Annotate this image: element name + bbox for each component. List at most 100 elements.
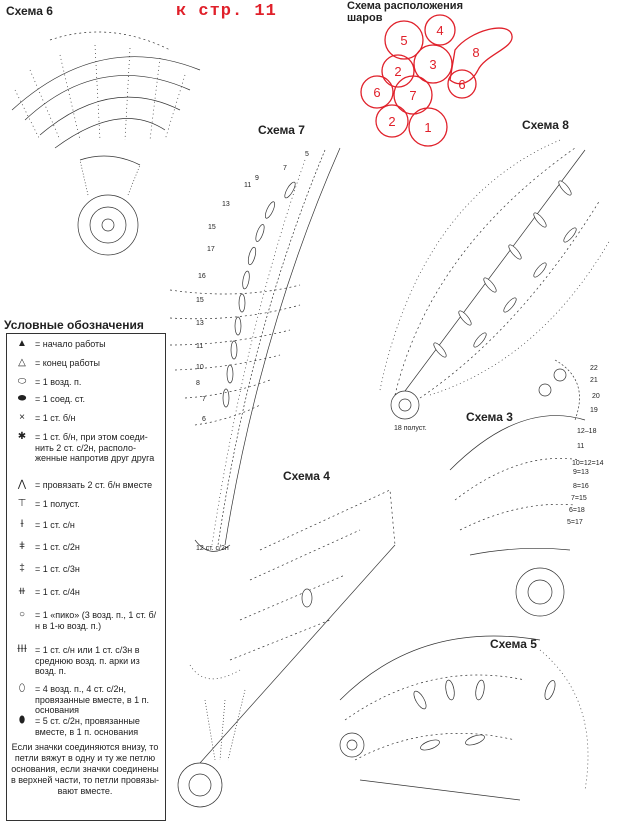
legend-text: = 1 ст. с/2н (35, 542, 80, 552)
legend-box: ▲ = начало работы △ = конец работы ⬭ = 1 во… (6, 333, 166, 821)
arch-stitch-icon: ɫɫɫ (17, 644, 27, 655)
s8-base-label: 18 полуст. (394, 425, 427, 432)
s3-row-label: 20 (592, 393, 600, 400)
ball-6a (447, 69, 477, 99)
ball-label-2b: 2 (388, 114, 395, 129)
legend-text: = 1 возд. п. (35, 377, 82, 387)
page-reference: к стр. 11 (176, 2, 277, 21)
ball-label-3: 3 (429, 57, 436, 72)
s7-count: 13 (196, 320, 204, 327)
triple-treble-icon: ⧺ (17, 586, 27, 597)
legend-text: = 1 «пико» (3 возд. п., 1 ст. б/н в 1-ю … (35, 610, 157, 631)
single-crochet-icon: × (19, 412, 25, 423)
sc2tog-icon: ⋀ (17, 479, 27, 490)
ball-label-7: 7 (409, 88, 416, 103)
scheme-7-row-counts: 5 7 9 11 13 15 17 16 15 13 11 10 8 7 6 1… (196, 151, 309, 552)
picot-icon: ○ (18, 609, 26, 620)
s3-row-label: 5=17 (567, 519, 583, 526)
s7-count: 8 (196, 380, 200, 387)
ball-layout-pear (449, 27, 513, 85)
scheme-4-drawing (177, 489, 396, 808)
s7-count: 11 (196, 343, 203, 350)
ball-7 (393, 75, 433, 115)
scheme-8-labels: 18 полуст. (394, 425, 427, 432)
ball-2a (381, 54, 415, 88)
bobble-5-icon: ⬮ (18, 715, 26, 726)
s7-base-label: 12 ст. с/2н (196, 545, 229, 552)
legend-text: = начало работы (35, 339, 106, 349)
s7-count: 9 (255, 175, 259, 182)
s3-row-label: 21 (590, 377, 598, 384)
ball-label-1: 1 (424, 120, 431, 135)
s7-count: 11 (244, 182, 251, 189)
layout-title-line1: Схема расположения (347, 0, 463, 12)
scheme-3-drawing (449, 359, 586, 617)
ball-layout-labels: 5 4 8 2 3 6 7 6 2 1 (373, 23, 479, 135)
legend-text: = 5 ст. с/2н, провязанные вместе, в 1 п.… (35, 716, 140, 737)
s7-count: 7 (283, 165, 287, 172)
ball-label-5: 5 (400, 33, 407, 48)
double-treble-icon: ‡ (19, 563, 25, 574)
legend-text: = 1 ст. с/н (35, 520, 75, 530)
ball-label-8: 8 (472, 45, 479, 60)
scheme-5-drawing (339, 635, 589, 801)
s7-count: 15 (196, 297, 204, 304)
ball-label-2a: 2 (394, 64, 401, 79)
scheme-6-drawing (11, 31, 201, 256)
ball-2b (375, 104, 409, 138)
ball-6b (360, 75, 394, 109)
ball-5 (384, 20, 424, 60)
legend-text: = 1 полуст. (35, 499, 80, 509)
treble-icon: ǂ (19, 541, 25, 552)
legend-text: = 1 соед. ст. (35, 394, 86, 404)
s7-count: 7 (202, 396, 206, 403)
half-double-icon: ⊤ (17, 498, 27, 509)
s7-count: 17 (207, 246, 215, 253)
legend-text: = 1 ст. с/3н (35, 564, 80, 574)
ball-4 (424, 14, 456, 46)
start-icon: ▲ (17, 338, 27, 349)
legend-text: = 1 ст. с/н или 1 ст. с/3н в среднюю воз… (35, 645, 140, 676)
s7-count: 6 (202, 416, 206, 423)
s3-row-label: 22 (590, 365, 598, 372)
scheme-7-title: Схема 7 (258, 123, 305, 137)
ball-label-4: 4 (436, 23, 443, 38)
s3-row-label: 8=16 (573, 483, 589, 490)
s3-row-label: 12–18 (577, 428, 597, 435)
bobble-4-icon: ⬯ (18, 683, 26, 694)
s3-row-label: 10=12=14 (572, 460, 604, 467)
legend-text: = 1 ст. б/н (35, 413, 76, 423)
legend-text: = провязать 2 ст. б/н вместе (35, 480, 153, 490)
end-icon: △ (18, 357, 26, 368)
s3-row-label: 11 (577, 443, 584, 450)
scheme-3-row-labels: 22 21 20 19 12–18 11 10=12=14 9=13 8=16 … (567, 365, 604, 526)
joined-single-crochet-icon: ✱ (17, 431, 27, 442)
s3-row-label: 19 (590, 407, 598, 414)
s3-row-label: 7=15 (571, 495, 587, 502)
legend-text: = 1 ст. б/н, при этом соеди-нить 2 ст. с… (35, 432, 155, 463)
ball-label-6b: 6 (373, 85, 380, 100)
legend-title: Условные обозначения (4, 318, 144, 332)
scheme-8-title: Схема 8 (522, 118, 569, 132)
layout-title: Схема расположения шаров (347, 0, 463, 24)
legend-text: = 1 ст. с/4н (35, 587, 80, 597)
scheme-8-drawing (379, 139, 611, 420)
legend-text: = конец работы (35, 358, 100, 368)
s7-count: 15 (208, 224, 216, 231)
scheme-4-title: Схема 4 (283, 469, 330, 483)
ball-1 (408, 107, 448, 147)
s7-count: 10 (196, 364, 204, 371)
double-crochet-icon: ɫ (20, 519, 24, 530)
s3-row-label: 9=13 (573, 469, 589, 476)
slip-stitch-icon: ⬬ (17, 393, 27, 404)
ball-layout (360, 14, 513, 147)
ball-label-6a: 6 (458, 77, 465, 92)
chain-stitch-icon: ⬭ (17, 376, 27, 387)
s7-count: 5 (305, 151, 309, 158)
legend-text: = 4 возд. п., 4 ст. с/2н, провязанные вм… (35, 684, 150, 715)
scheme-3-title: Схема 3 (466, 410, 513, 424)
scheme-6-title: Схема 6 (6, 4, 53, 18)
ball-3 (413, 44, 453, 84)
scheme-5-title: Схема 5 (490, 637, 537, 651)
